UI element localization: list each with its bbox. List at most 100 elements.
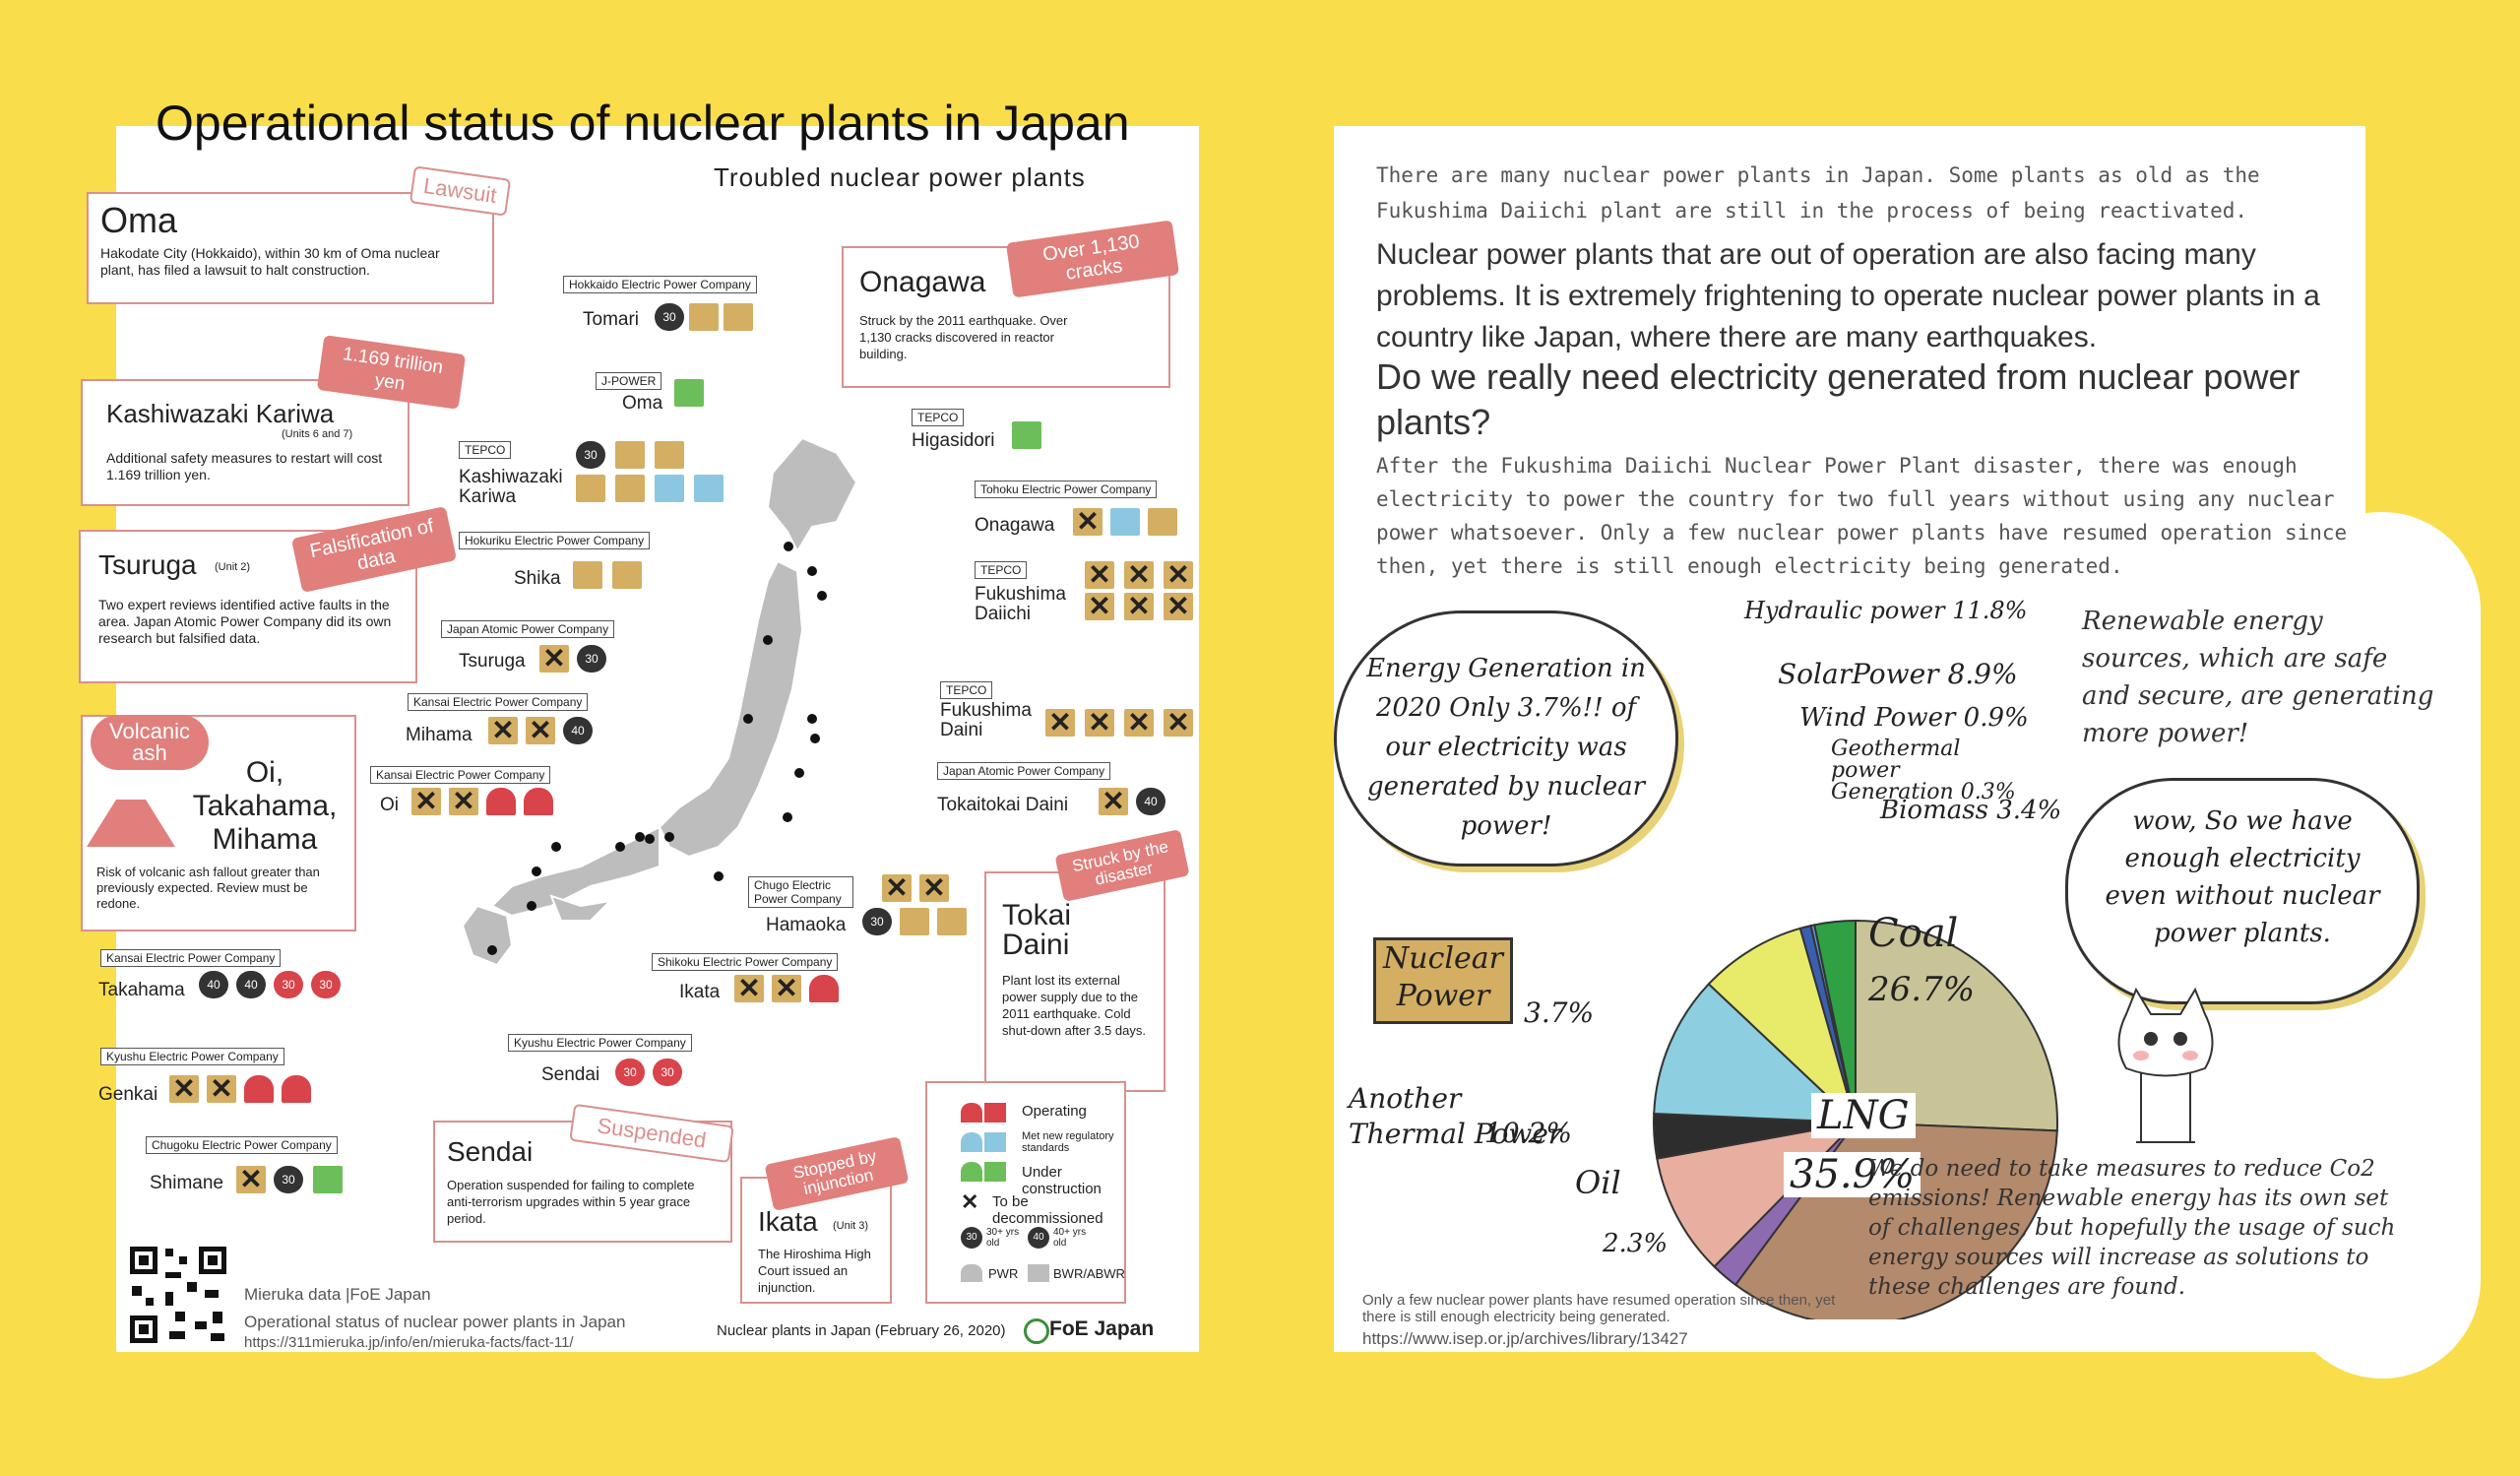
decommission-x-icon: ✕ — [207, 1075, 236, 1103]
bottom-note: We do need to take measures to reduce Co… — [1868, 1156, 2396, 1300]
pie-value-text: 11.8 — [1952, 597, 2005, 624]
decommission-x-icon: ✕ — [1073, 508, 1102, 536]
pie-label-text: Geothermal power Generation — [1831, 737, 1961, 804]
reactor-unit — [282, 1075, 311, 1103]
decommission-x-icon: ✕ — [236, 1166, 266, 1193]
decommission-x-icon: ✕ — [882, 874, 912, 902]
tsuruga-text: Two expert reviews identified active fau… — [98, 597, 392, 646]
company-label: Japan Atomic Power Company — [937, 762, 1111, 780]
decommission-x-icon: ✕ — [1085, 709, 1114, 737]
reactor-unit — [576, 475, 605, 502]
pie-label-lng: LNG — [1811, 1093, 1916, 1138]
plant-name-mihama: Mihama — [406, 725, 472, 745]
oi-text: Risk of volcanic ash fallout greater tha… — [96, 865, 320, 911]
decommission-x-icon: ✕ — [1085, 593, 1114, 620]
reactor-unit — [612, 561, 642, 589]
tokai-title: Tokai Daini — [1002, 899, 1072, 961]
legend-new-standards: Met new regulatory standards — [1022, 1130, 1114, 1154]
pie-value-text: 0.9 — [1963, 703, 2005, 733]
pie-value-text: 3.4 — [1996, 796, 2038, 825]
pwr-operating-swatch — [961, 1103, 982, 1123]
plant-name-tomari: Tomari — [583, 309, 640, 330]
reactor-unit — [615, 475, 645, 502]
decommission-x-icon: ✕ — [488, 717, 518, 744]
footer-date: Nuclear plants in Japan (February 26, 20… — [717, 1322, 1006, 1339]
legend: Operating Met new regulatory standards U… — [925, 1081, 1126, 1304]
age-badge-40: 40 — [199, 971, 228, 998]
reactor-unit — [674, 379, 704, 407]
enough-power-cloud: wow, So we have enough electricity even … — [2065, 778, 2420, 1004]
pie-value-text: 8.9 — [1947, 658, 1991, 690]
pie-label-solar: SolarPower 8.9% — [1778, 658, 2018, 690]
cat-icon — [2117, 987, 2214, 1143]
footnote: Only a few nuclear power plants have res… — [1362, 1292, 1836, 1325]
kashiwazaki-text: Additional safety measures to restart wi… — [106, 450, 383, 482]
plant-name-genkai: Genkai — [98, 1084, 158, 1105]
company-label: Shikoku Electric Power Company — [652, 953, 839, 971]
reactor-unit — [809, 975, 839, 1002]
pwr-construction-swatch — [961, 1162, 982, 1182]
age-badge-40: 40 — [563, 717, 593, 744]
ikata-text: The Hiroshima High Court issued an injun… — [758, 1247, 871, 1295]
footer-link[interactable]: https://311mieruka.jp/info/en/mieruka-fa… — [244, 1334, 574, 1351]
footer-source: Mieruka data |FoE Japan — [244, 1285, 431, 1304]
plant-name-fukushima-daiichi: Fukushima Daiichi — [975, 584, 1066, 624]
decommission-x-icon: ✕ — [449, 788, 478, 815]
pie-label-nuclear: Nuclear Power — [1373, 937, 1513, 1024]
oma-title: Oma — [100, 200, 178, 240]
page-title: Operational status of nuclear plants in … — [156, 96, 1130, 151]
age-40-icon: 40 — [1028, 1227, 1049, 1249]
pie-slice-lng — [1733, 1121, 2058, 1319]
plant-name-shimane: Shimane — [150, 1173, 223, 1193]
pie-value-text: 0.3 — [1960, 780, 1995, 804]
pie-slice-solarpower — [1707, 927, 1858, 1126]
pie-value-text: 3.7 — [1524, 996, 1568, 1029]
oi-title: Oi, Takahama, Mihama — [192, 756, 338, 856]
pie-value-text: 10.2 — [1484, 1117, 1546, 1149]
plant-name-tsuruga: Tsuruga — [459, 651, 526, 672]
ikata-title: Ikata — [758, 1206, 818, 1237]
plant-name-onagawa: Onagawa — [975, 515, 1055, 536]
footnote-link[interactable]: https://www.isep.or.jp/archives/library/… — [1362, 1329, 1688, 1348]
volcano-icon — [87, 800, 175, 847]
bwr-standards-swatch — [984, 1132, 1006, 1152]
plant-name-oma: Oma — [622, 393, 663, 414]
sendai-text: Operation suspended for failing to compl… — [447, 1178, 695, 1226]
renewable-cloud-text: Renewable energy sources, which are safe… — [2082, 607, 2434, 748]
decommission-x-icon: ✕ — [772, 975, 801, 1002]
pwr-standards-swatch — [961, 1132, 982, 1152]
plant-name-hamaoka: Hamaoka — [766, 915, 847, 935]
age-badge-30: 30 — [653, 1059, 682, 1086]
legend-operating: Operating — [1022, 1103, 1087, 1120]
kashiwazaki-callout: Kashiwazaki Kariwa (Units 6 and 7) Addit… — [81, 379, 410, 506]
pie-value-lng: 35.9% — [1784, 1152, 1922, 1197]
decommission-x-icon: ✕ — [1045, 709, 1075, 737]
pwr-swatch — [961, 1264, 982, 1282]
tokai-callout: Tokai Daini Plant lost its external powe… — [984, 871, 1166, 1092]
legend-age30: 30+ yrs old — [986, 1227, 1020, 1249]
plant-name-sendai: Sendai — [541, 1064, 600, 1085]
legend-bwr: BWR/ABWR — [1053, 1266, 1125, 1281]
kashiwazaki-title: Kashiwazaki Kariwa — [106, 399, 335, 428]
company-label: Japan Atomic Power Company — [441, 620, 615, 638]
pie-label-hydro: Hydraulic power 11.8% — [1744, 597, 2028, 624]
reactor-unit — [1110, 508, 1140, 536]
pie-label-coal: Coal — [1868, 911, 1959, 956]
pie-label-text: Hydraulic power — [1744, 597, 1945, 624]
reactor-unit — [486, 788, 516, 815]
decommission-x-icon: ✕ — [411, 788, 441, 815]
decommission-x-icon: ✕ — [1164, 593, 1193, 620]
age-badge-30: 30 — [311, 971, 341, 998]
explanation-paragraph: After the Fukushima Daiichi Nuclear Powe… — [1376, 454, 2348, 578]
bwr-construction-swatch — [984, 1162, 1006, 1182]
plant-name-kashiwazaki: Kashiwazaki Kariwa — [459, 467, 563, 507]
pie-label-wind: Wind Power 0.9% — [1799, 703, 2029, 733]
decommission-x-icon: ✕ — [919, 874, 949, 902]
decommission-x-icon: ✕ — [169, 1075, 199, 1103]
pie-slice-biomass — [1813, 919, 1857, 1123]
age-badge-30: 30 — [862, 908, 892, 935]
legend-pwr: PWR — [988, 1266, 1019, 1281]
problems-paragraph: Nuclear power plants that are out of ope… — [1376, 238, 2320, 353]
x-icon: ✕ — [961, 1189, 979, 1214]
ikata-unit: (Unit 3) — [833, 1220, 869, 1232]
